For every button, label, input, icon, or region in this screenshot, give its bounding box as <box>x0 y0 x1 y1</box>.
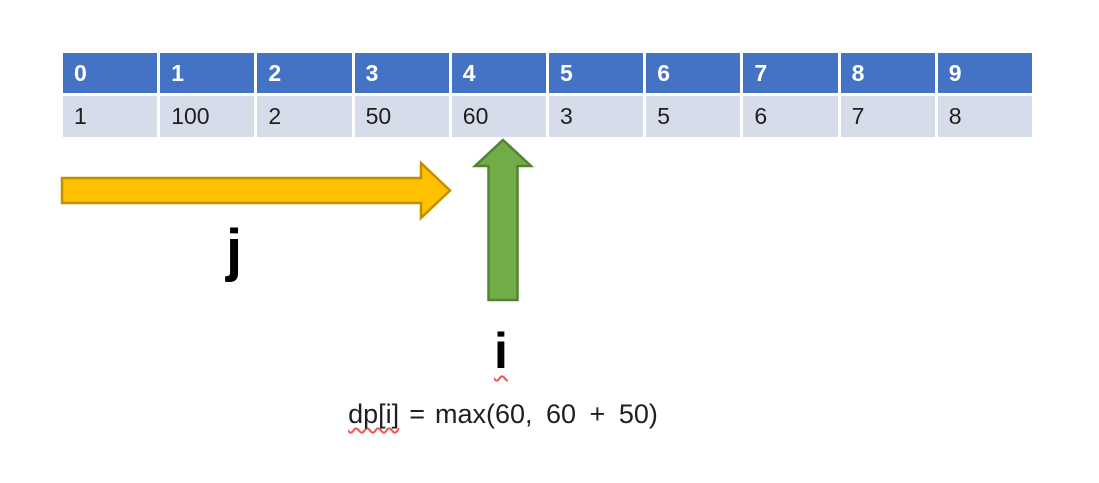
i-up-arrow-icon <box>471 138 535 302</box>
dp-table-header-cell: 0 <box>63 53 158 93</box>
formula-rhs: max(60, 60 + 50) <box>434 399 658 429</box>
dp-table-value-cell: 3 <box>548 96 644 137</box>
dp-table-header-cell: 7 <box>743 53 838 93</box>
dp-table-value-cell: 8 <box>937 96 1032 137</box>
i-pointer-label: i <box>494 323 508 379</box>
dp-table-header-cell: 6 <box>646 53 741 93</box>
dp-table-value-cell: 100 <box>160 96 255 137</box>
dp-table-value-cell: 5 <box>646 96 741 137</box>
dp-table-header-cell: 8 <box>840 53 935 93</box>
formula-equals-sign: = <box>409 399 425 429</box>
dp-table-header-cell: 5 <box>548 53 644 93</box>
dp-table-header-cell: 9 <box>937 53 1032 93</box>
dp-table-value-cell: 50 <box>354 96 449 137</box>
dp-table-value-cell: 7 <box>840 96 935 137</box>
dp-table-header-cell: 2 <box>257 53 352 93</box>
dp-table-header-cell: 1 <box>160 53 255 93</box>
dp-table-value-cell: 6 <box>743 96 838 137</box>
dp-table-header-cell: 4 <box>451 53 546 93</box>
dp-table-value-cell: 60 <box>451 96 546 137</box>
dp-formula: dp[i] = max(60, 60 + 50) <box>348 398 658 430</box>
dp-table-value-cell: 1 <box>63 96 158 137</box>
j-pointer-label: j <box>225 218 243 283</box>
dp-table-header-cell: 3 <box>354 53 449 93</box>
j-right-arrow-icon <box>60 160 452 221</box>
formula-lhs: dp[i] <box>348 399 400 429</box>
dp-table-value-cell: 2 <box>257 96 352 137</box>
